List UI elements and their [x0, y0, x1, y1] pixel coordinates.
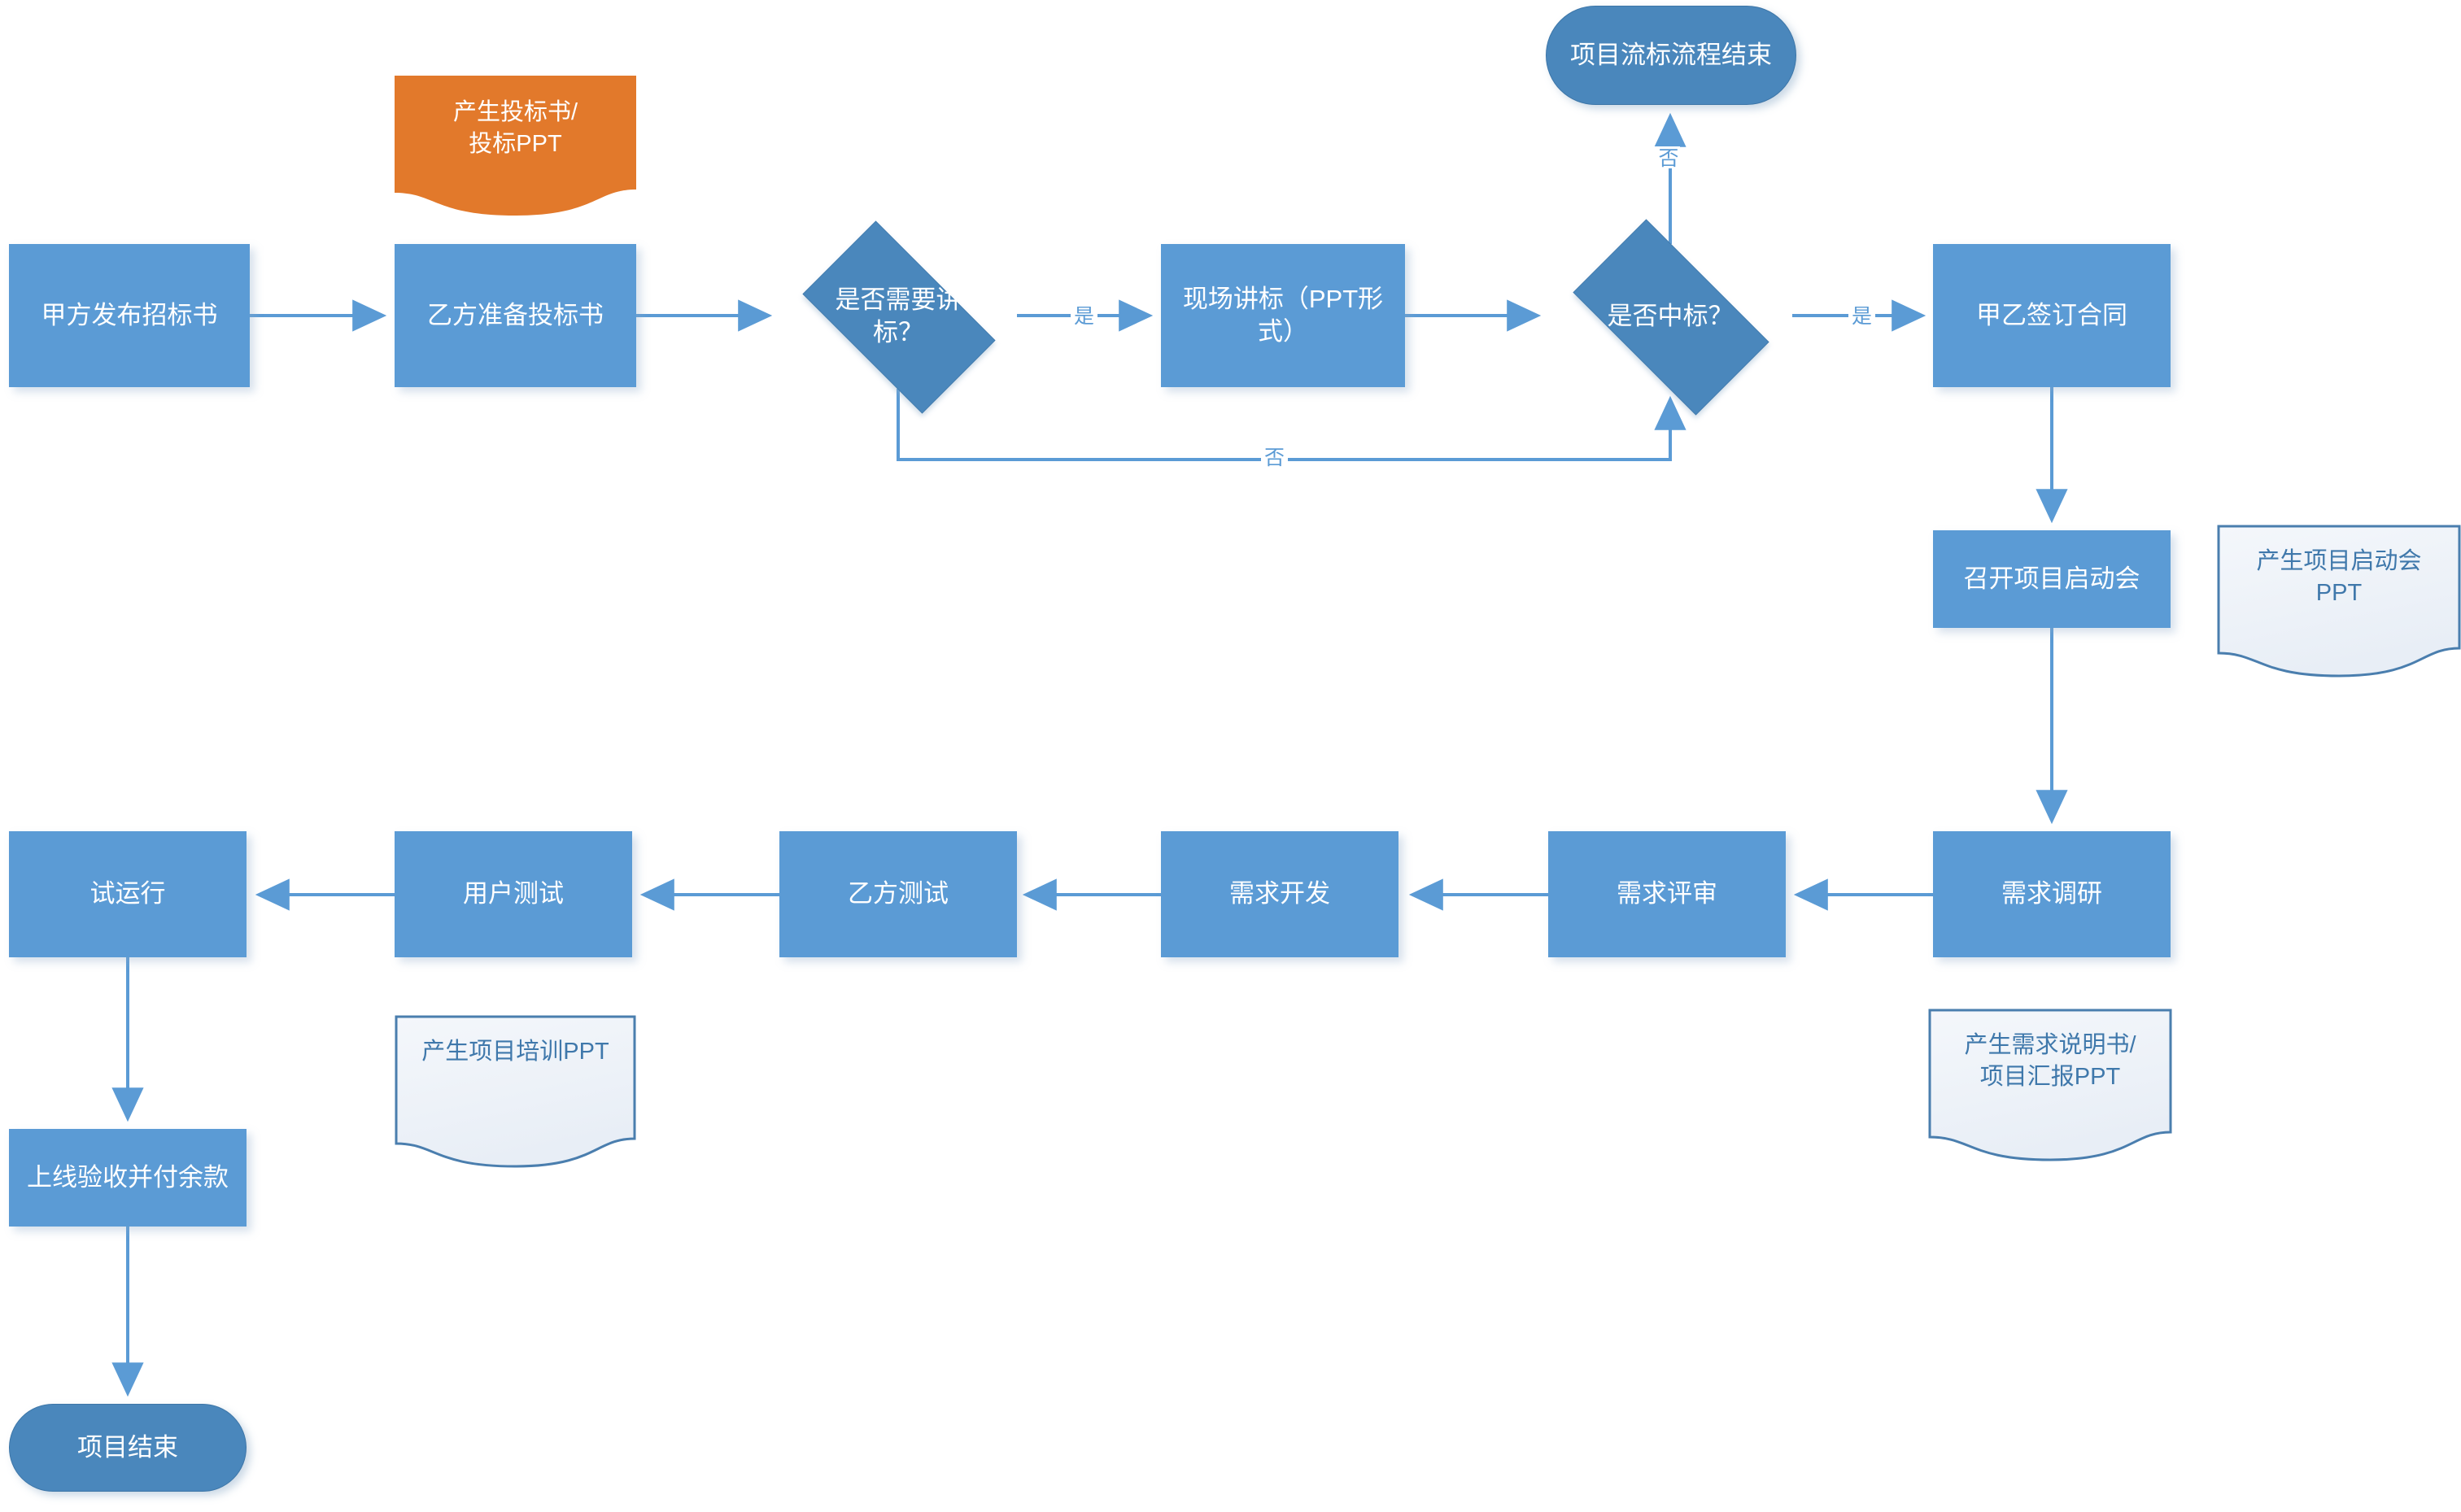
node-label: 甲乙签订合同 [1976, 300, 2127, 329]
node-label: 需求调研 [2001, 879, 2102, 909]
document-requirements-spec-report-ppt[interactable]: 产生需求说明书/ 项目汇报PPT [1928, 1009, 2172, 1163]
node-process-onsite-presentation[interactable]: 现场讲标（PPT形 式） [1161, 244, 1405, 387]
node-terminator-bid-failed-end[interactable]: 项目流标流程结束 [1546, 6, 1796, 105]
node-label: 乙方测试 [848, 879, 949, 909]
document-label: 产生项目启动会 PPT [2256, 548, 2422, 607]
node-label: 需求评审 [1617, 879, 1717, 909]
document-kickoff-ppt[interactable]: 产生项目启动会 PPT [2217, 525, 2461, 679]
node-process-trial-run[interactable]: 试运行 [9, 831, 247, 957]
node-terminator-project-end[interactable]: 项目结束 [9, 1404, 247, 1492]
document-wave-shape [2217, 525, 2461, 678]
node-label: 甲方发布招标书 [41, 300, 218, 329]
document-bid-and-bid-ppt[interactable]: 产生投标书/ 投标PPT [395, 76, 636, 216]
node-process-kickoff-meeting[interactable]: 召开项目启动会 [1933, 530, 2171, 628]
document-training-ppt[interactable]: 产生项目培训PPT [395, 1015, 636, 1170]
node-process-user-testing[interactable]: 用户测试 [395, 831, 632, 957]
node-label: 项目结束 [77, 1432, 178, 1462]
document-wave-shape [395, 76, 636, 216]
edge-label-no-skip-presentation: 否 [1261, 447, 1289, 469]
node-label: 用户测试 [463, 879, 564, 909]
node-label: 现场讲标（PPT形 式） [1182, 284, 1384, 346]
edge-label-no-bid-failed: 否 [1653, 146, 1680, 168]
node-label: 需求开发 [1229, 879, 1330, 909]
node-process-acceptance-final-payment[interactable]: 上线验收并付余款 [9, 1129, 247, 1227]
node-label: 是否需要讲 标？ [835, 285, 962, 346]
node-label: 试运行 [89, 879, 166, 909]
document-label: 产生项目培训PPT [421, 1039, 609, 1065]
node-label: 项目流标流程结束 [1570, 40, 1772, 69]
node-decision-win-bid[interactable]: 是否中标？ [1548, 219, 1792, 416]
document-wave-shape [1928, 1009, 2172, 1161]
node-decision-need-presentation[interactable]: 是否需要讲 标？ [779, 220, 1017, 414]
node-label: 上线验收并付余款 [27, 1162, 229, 1192]
node-process-vendor-testing[interactable]: 乙方测试 [779, 831, 1017, 957]
edge-label-yes-won-bid: 是 [1848, 306, 1876, 328]
document-wave-shape [395, 1015, 636, 1168]
node-label: 乙方准备投标书 [427, 300, 604, 329]
node-label: 是否中标？ [1607, 301, 1734, 330]
edge-label-yes-presentation: 是 [1071, 306, 1098, 328]
node-process-publish-tender[interactable]: 甲方发布招标书 [9, 244, 250, 387]
node-process-requirements-research[interactable]: 需求调研 [1933, 831, 2171, 957]
node-process-requirements-development[interactable]: 需求开发 [1161, 831, 1398, 957]
node-label: 召开项目启动会 [1963, 564, 2140, 593]
node-process-requirements-review[interactable]: 需求评审 [1548, 831, 1786, 957]
document-label: 产生需求说明书/ 项目汇报PPT [1964, 1032, 2136, 1091]
node-process-prepare-bid[interactable]: 乙方准备投标书 [395, 244, 636, 387]
node-process-sign-contract[interactable]: 甲乙签订合同 [1933, 244, 2171, 387]
document-label: 产生投标书/ 投标PPT [452, 99, 578, 158]
